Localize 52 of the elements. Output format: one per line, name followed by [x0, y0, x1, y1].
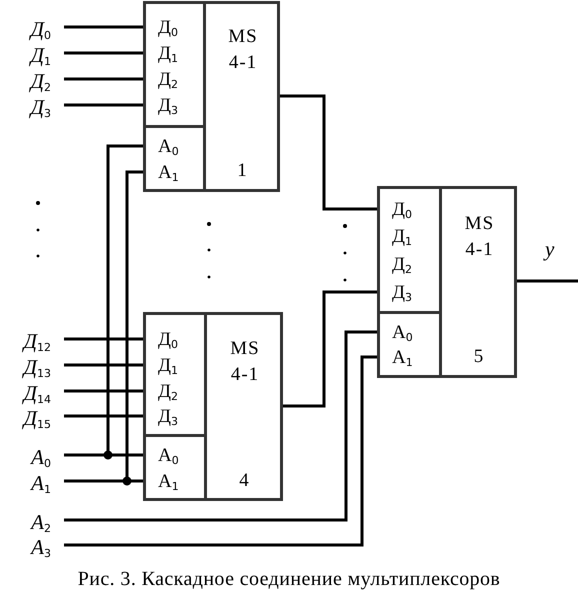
pin-label: Д$_{2}$ — [392, 255, 412, 275]
device-number: 5 — [472, 347, 484, 367]
connector-line — [64, 356, 377, 546]
connector-line — [64, 414, 143, 418]
connector-line — [64, 338, 143, 340]
pin-label: Д$_{3}$ — [158, 96, 178, 116]
pin-label: Д$_{0}$ — [392, 200, 412, 220]
connector-line — [64, 52, 143, 54]
signal-label: A$_{0}$ — [31, 441, 64, 469]
connector-line — [64, 364, 143, 366]
pin-label: Д$_{1}$ — [158, 44, 178, 64]
connector-line — [64, 78, 143, 80]
connector-line — [283, 290, 377, 408]
signal-label: Д$_{3}$ — [30, 91, 64, 119]
pin-label: A$_{0}$ — [392, 323, 413, 343]
pin-label: Д$_{2}$ — [158, 382, 178, 402]
signal-label: Д$_{1}$ — [30, 39, 64, 67]
signal-label: Д$_{12}$ — [24, 325, 64, 353]
connector-line — [64, 330, 377, 522]
pin-label: Д$_{0}$ — [158, 18, 178, 38]
pin-label: A$_{1}$ — [392, 348, 413, 368]
signal-label: Д$_{2}$ — [30, 65, 64, 93]
device-type-label: MS 4-1 — [227, 25, 259, 75]
pin-label: Д$_{3}$ — [158, 407, 178, 427]
device-type-label: MS 4-1 — [464, 212, 496, 262]
connector-line — [64, 390, 143, 392]
pin-label: A$_{1}$ — [158, 163, 179, 183]
pin-label: Д$_{0}$ — [158, 330, 178, 350]
signal-label: Д$_{13}$ — [24, 351, 64, 379]
pin-label: A$_{0}$ — [158, 137, 179, 157]
connector-line — [64, 26, 143, 28]
pin-label: Д$_{1}$ — [158, 356, 178, 376]
pin-label: Д$_{1}$ — [392, 227, 412, 247]
signal-label: Д$_{0}$ — [30, 13, 64, 41]
multiplexer-block — [143, 312, 283, 501]
signal-label: A$_{1}$ — [31, 467, 64, 495]
connector-line — [64, 104, 143, 106]
device-number: 1 — [236, 161, 248, 181]
signal-label: Д$_{14}$ — [24, 377, 64, 405]
device-type-label: MS 4-1 — [229, 337, 261, 387]
signal-label: A$_{2}$ — [31, 506, 64, 534]
pin-label: A$_{1}$ — [158, 472, 179, 492]
figure-caption: Рис. 3. Каскадное соединение мультиплексоров — [78, 567, 500, 592]
pin-label: Д$_{2}$ — [158, 70, 178, 90]
multiplexer-block — [143, 1, 280, 192]
signal-label: A$_{3}$ — [31, 531, 64, 559]
multiplexer-block — [377, 186, 517, 378]
pin-label: Д$_{3}$ — [392, 283, 412, 303]
pin-label: A$_{0}$ — [158, 446, 179, 466]
device-number: 4 — [238, 471, 250, 491]
connector-line — [280, 94, 377, 210]
connector-line — [517, 280, 578, 282]
